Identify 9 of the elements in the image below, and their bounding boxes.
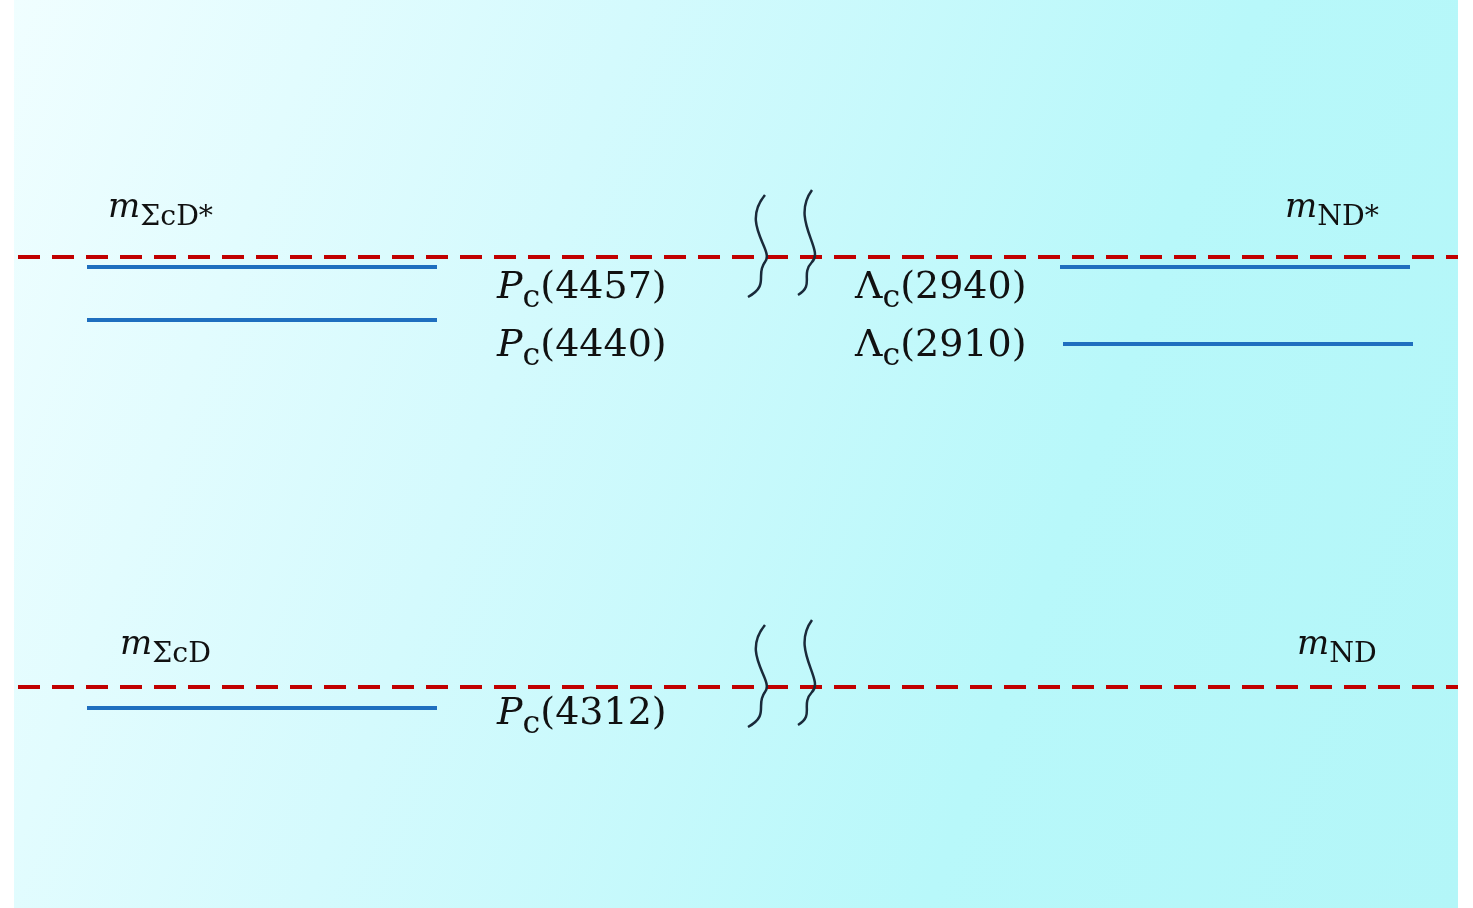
state-label: Λ$_{c}$(2940) [855,266,1027,313]
threshold-label: m$_{ΣcD*}$ [108,188,214,231]
state-label: P$_{c}$(4312) [497,692,667,739]
state-label: Λ$_{c}$(2910) [855,324,1027,371]
threshold-label: m$_{ΣcD}$ [120,625,211,668]
state-label: P$_{c}$(4457) [497,266,667,313]
threshold-label: m$_{ND*}$ [1285,188,1379,231]
threshold-label: m$_{ND}$ [1297,625,1377,668]
state-label: P$_{c}$(4440) [497,324,667,371]
